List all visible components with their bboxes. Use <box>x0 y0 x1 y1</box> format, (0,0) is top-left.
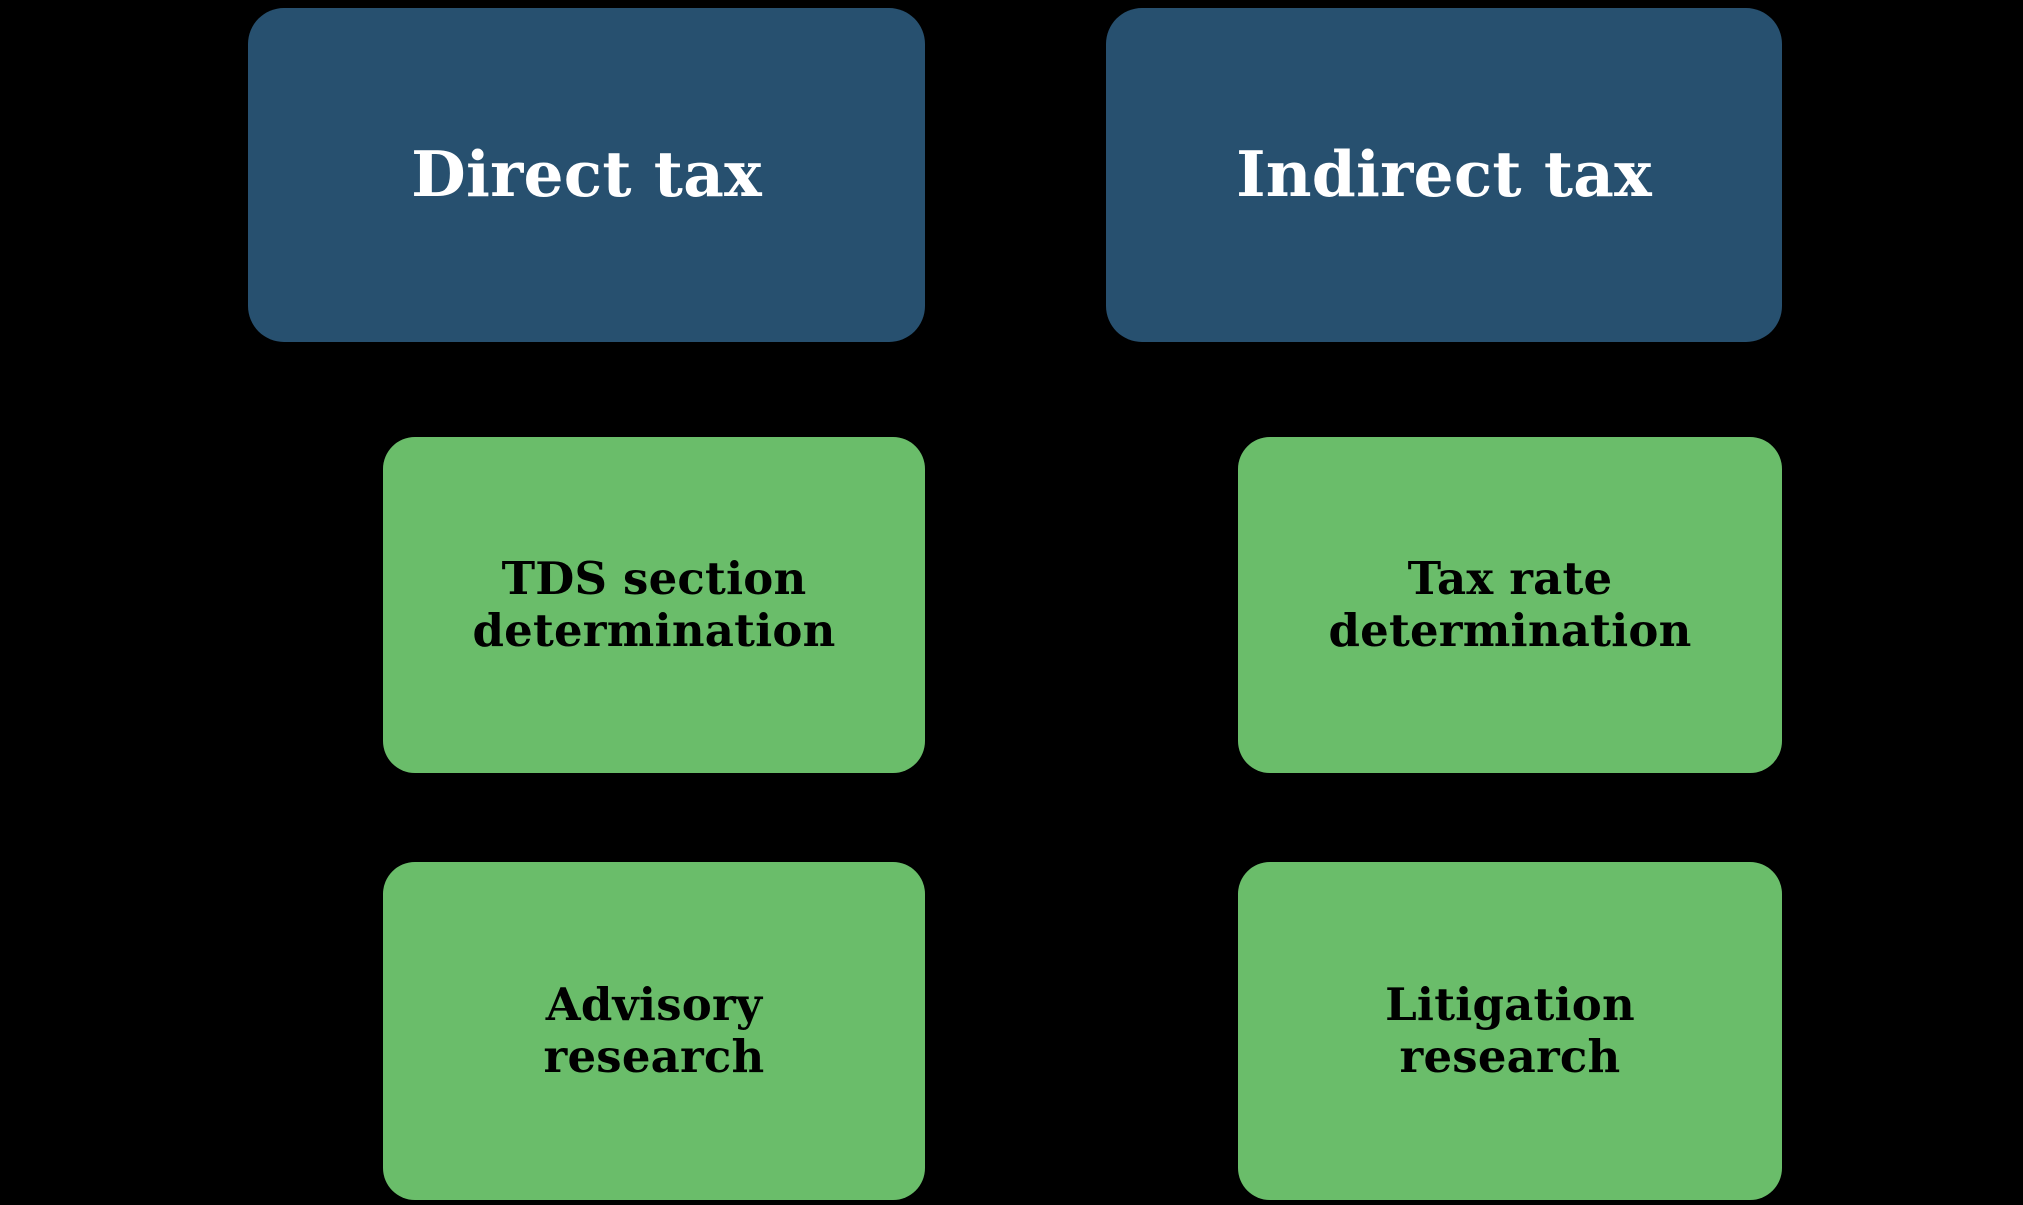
category-label-indirect-tax: Indirect tax <box>1236 137 1652 212</box>
service-node-tds-section-determination[interactable]: TDS section determination <box>383 437 925 773</box>
category-node-direct-tax[interactable]: Direct tax <box>248 8 925 342</box>
service-label-litigation-research: Litigation research <box>1385 977 1635 1083</box>
service-label-advisory-research: Advisory research <box>543 977 765 1083</box>
service-node-tax-rate-determination[interactable]: Tax rate determination <box>1238 437 1782 773</box>
service-node-litigation-research[interactable]: Litigation research <box>1238 862 1782 1200</box>
category-label-direct-tax: Direct tax <box>411 137 762 212</box>
service-label-tax-rate-determination: Tax rate determination <box>1328 551 1692 657</box>
category-node-indirect-tax[interactable]: Indirect tax <box>1106 8 1782 342</box>
service-label-tds-section-determination: TDS section determination <box>472 551 836 657</box>
service-node-advisory-research[interactable]: Advisory research <box>383 862 925 1200</box>
